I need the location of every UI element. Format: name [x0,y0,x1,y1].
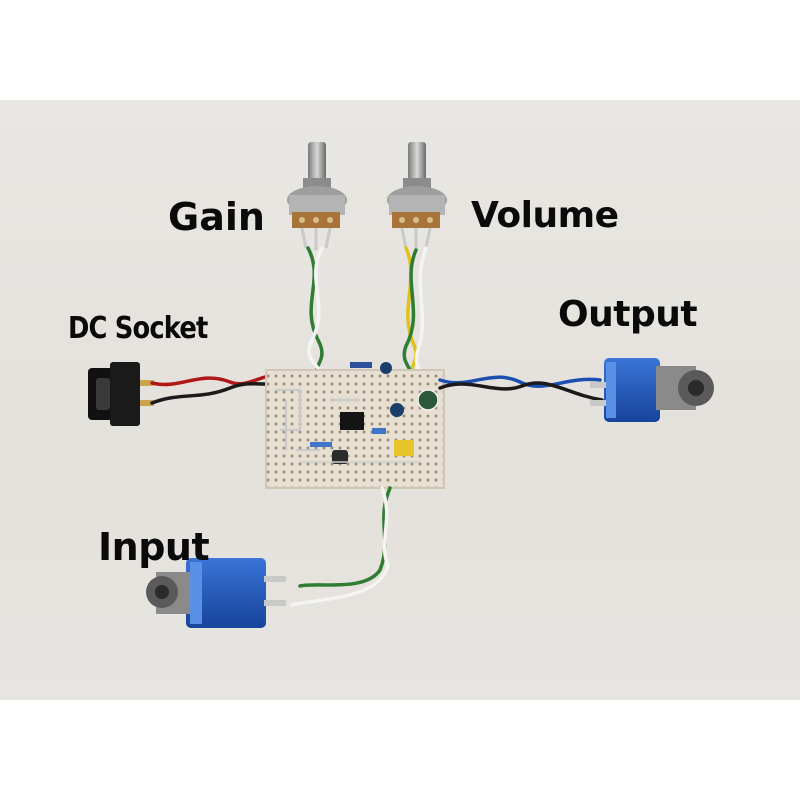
gain-potentiometer [287,142,347,250]
input-wires [290,486,392,607]
output-label: Output [558,294,698,335]
volume-label: Volume [471,195,619,236]
gain-wires [306,246,325,384]
circuit-photo: Gain Volume DC Socket Output Input [0,100,800,700]
input-label: Input [98,525,210,569]
input-jack [146,558,286,628]
volume-potentiometer [387,142,447,250]
output-wires [438,375,604,402]
gain-label: Gain [168,195,265,239]
output-jack [590,358,714,422]
dc-socket-label: DC Socket [68,311,208,346]
dc-socket [88,362,154,426]
perfboard [265,362,445,489]
